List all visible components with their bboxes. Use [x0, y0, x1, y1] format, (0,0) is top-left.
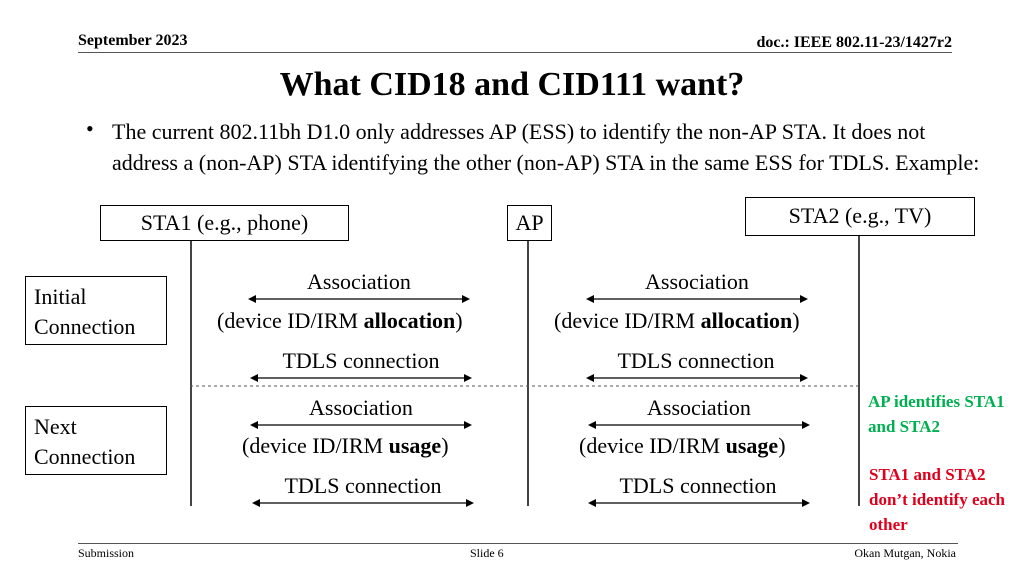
- sta1-lifeline: [190, 240, 192, 506]
- footer-rule: [78, 543, 958, 544]
- footer-submission: Submission: [78, 546, 135, 560]
- device-id-label-4: (device ID/IRM usage): [579, 433, 786, 458]
- ap-box: AP: [507, 205, 552, 241]
- device-id-label-1: (device ID/IRM allocation): [217, 308, 463, 333]
- sta1-box: STA1 (e.g., phone): [100, 205, 349, 241]
- bullet-text: The current 802.11bh D1.0 only addresses…: [112, 119, 980, 175]
- phase-separator: [190, 385, 858, 387]
- assoc-label-2: Association: [645, 269, 749, 294]
- ap-identifies-note: AP identifies STA1 and STA2: [868, 392, 1005, 436]
- ap-lifeline: [527, 240, 529, 506]
- assoc-label-4: Association: [647, 395, 751, 420]
- assoc-arrow-4: [588, 421, 810, 429]
- tdls-label-2: TDLS connection: [617, 348, 775, 373]
- footer-author: Okan Mutgan, Nokia: [854, 546, 956, 560]
- footer-slide-number: Slide 6: [470, 546, 504, 560]
- tdls-label-4: TDLS connection: [619, 473, 777, 498]
- tdls-label-1: TDLS connection: [282, 348, 440, 373]
- header-doc-id: doc.: IEEE 802.11-23/1427r2: [756, 34, 952, 51]
- header-rule: [78, 52, 952, 53]
- tdls-arrow-4: [588, 499, 810, 507]
- tdls-label-3: TDLS connection: [284, 473, 442, 498]
- device-id-label-2: (device ID/IRM allocation): [554, 308, 800, 333]
- initial-connection-box: Initial Connection: [25, 276, 167, 345]
- sta2-lifeline: [858, 236, 860, 506]
- tdls-arrow-2: [586, 374, 808, 382]
- sta-dont-identify-note: STA1 and STA2 don’t identify each other: [869, 465, 1005, 534]
- assoc-arrow-2: [586, 295, 808, 303]
- bullet-dot-icon: •: [86, 116, 94, 141]
- assoc-label-1: Association: [307, 269, 411, 294]
- header-date: September 2023: [78, 32, 188, 49]
- tdls-arrow-1: [250, 374, 472, 382]
- sta2-box: STA2 (e.g., TV): [745, 197, 975, 236]
- assoc-label-3: Association: [309, 395, 413, 420]
- next-connection-box: Next Connection: [25, 406, 167, 475]
- assoc-arrow-1: [248, 295, 470, 303]
- device-id-label-3: (device ID/IRM usage): [242, 433, 449, 458]
- assoc-arrow-3: [250, 421, 472, 429]
- tdls-arrow-3: [252, 499, 474, 507]
- slide-title: What CID18 and CID111 want?: [279, 66, 745, 103]
